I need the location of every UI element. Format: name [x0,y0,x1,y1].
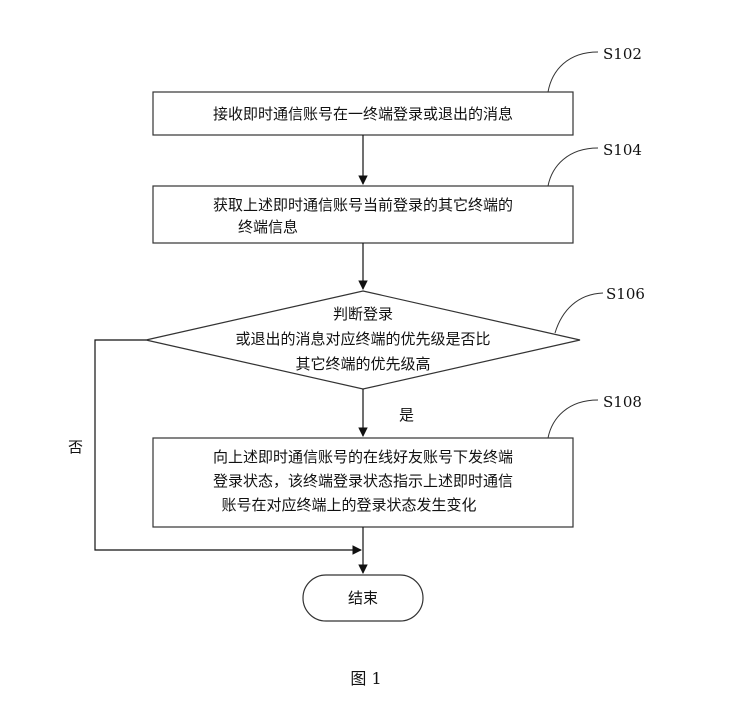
step-s106-id: S106 [606,285,645,303]
step-s108-text-line1: 向上述即时通信账号的在线好友账号下发终端 [213,448,513,466]
step-s104-leader [547,147,599,187]
step-s102-text: 接收即时通信账号在一终端登录或退出的消息 [213,105,513,123]
step-s104-id: S104 [603,141,642,159]
step-s108-text-line2: 登录状态，该终端登录状态指示上述即时通信 [213,472,513,490]
step-s106-text-line1: 判断登录 [333,305,393,323]
step-s106-leader [554,292,604,334]
end-label: 结束 [348,589,378,607]
arrow-s106-end-no [94,339,362,555]
step-s102-leader [547,51,599,93]
branch-no-label: 否 [68,438,83,456]
step-s108-text-line3: 账号在对应终端上的登录状态发生变化 [221,496,476,514]
step-s106-text-line3: 其它终端的优先级高 [295,355,430,373]
step-s102-id: S102 [603,45,642,63]
step-s108-leader [547,399,599,439]
step-s104-text-line2: 终端信息 [238,218,298,236]
step-s106-text-line2: 或退出的消息对应终端的优先级是否比 [235,330,490,348]
figure-caption: 图 1 [350,669,381,688]
branch-yes-label: 是 [399,406,414,424]
step-s104-text-line1: 获取上述即时通信账号当前登录的其它终端的 [213,196,513,214]
end-terminator [302,574,424,622]
step-s108-id: S108 [603,393,642,411]
step-s104-box [152,185,574,244]
